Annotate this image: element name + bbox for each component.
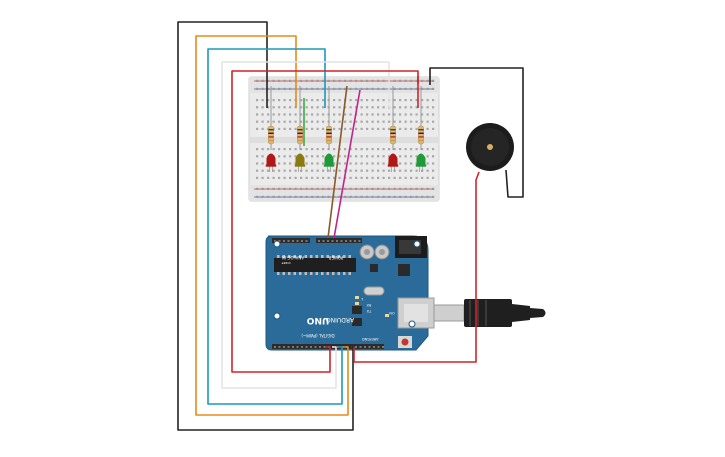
wires — [177, 21, 524, 431]
wire-orange[interactable] — [195, 35, 349, 416]
tx-label: TX — [366, 309, 372, 313]
resistor[interactable] — [418, 86, 424, 150]
resistor[interactable] — [297, 86, 303, 150]
voltage-regulator — [398, 264, 410, 276]
rx-label: RX — [366, 303, 371, 307]
wire-black-outer[interactable] — [177, 21, 354, 431]
wire-red-loop[interactable] — [231, 70, 419, 373]
piezo-buzzer[interactable] — [466, 123, 514, 171]
led-red[interactable] — [387, 153, 399, 173]
gnd-label: GND — [362, 337, 370, 341]
power-header[interactable] — [316, 238, 362, 243]
wire-black-buzzer[interactable] — [429, 67, 524, 198]
resistors — [268, 86, 424, 150]
wire-teal[interactable] — [207, 48, 343, 405]
crystal — [363, 286, 385, 296]
wire-magenta[interactable] — [333, 89, 361, 239]
l-label: L — [361, 297, 363, 301]
resistor[interactable] — [268, 86, 274, 150]
arduino-uno-board[interactable]: ARDUINO UNO DIGITAL (PWM~) ANALOG IN POW… — [265, 235, 435, 351]
wire-white[interactable] — [221, 61, 390, 389]
led-green[interactable] — [415, 153, 427, 173]
digital-pwm-label: DIGITAL (PWM~) — [301, 333, 335, 338]
led-yellow[interactable] — [294, 153, 306, 173]
analog-header[interactable] — [272, 238, 310, 243]
usb-cable[interactable] — [433, 299, 546, 327]
ioref-label: IOREF — [281, 261, 290, 265]
wire-red-buzzer[interactable] — [353, 171, 480, 363]
analog-in-label: ANALOG IN — [282, 255, 304, 260]
wire-brown[interactable] — [327, 85, 348, 239]
resistor[interactable] — [326, 86, 332, 150]
board-model-label: UNO — [306, 315, 329, 325]
resistor[interactable] — [390, 86, 396, 150]
board-brand-label: ARDUINO — [326, 316, 355, 323]
aref-label: AREF — [369, 337, 378, 341]
leds — [265, 153, 427, 173]
led-green[interactable] — [323, 153, 335, 173]
power-label: POWER — [328, 255, 343, 260]
atmega-chip — [274, 258, 356, 272]
on-label: ON — [389, 311, 395, 315]
led-red[interactable] — [265, 153, 277, 173]
